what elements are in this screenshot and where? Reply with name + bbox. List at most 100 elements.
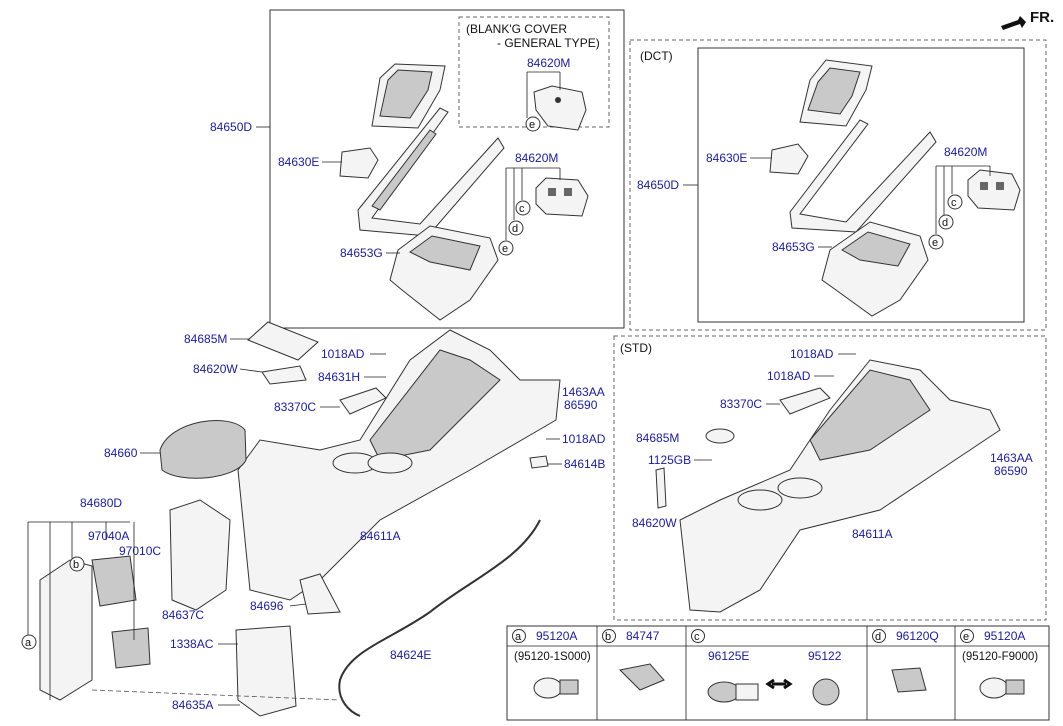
label-1018AD-side: 1018AD [562,432,606,446]
legend-table: a 95120A (95120-1S000) b 84747 c 96125E … [506,625,1050,721]
label-1018AD-top: 1018AD [321,347,365,361]
bracket-84696-part [299,573,341,615]
blank-cover-part [533,85,587,131]
dct-label-84653G: 84653G [772,240,815,254]
std-label-84620W: 84620W [632,516,677,530]
std-label-1018AD-b: 1018AD [767,369,811,383]
console-upper-cover-part [357,107,505,237]
legend-d-part: 96120Q [896,629,939,643]
label-84620M-blank: 84620M [527,56,570,70]
blanking-cover-note-1: (BLANK'G COVER [466,22,567,36]
dct-label-84620M: 84620M [944,145,987,159]
dct-note: (DCT) [640,49,673,63]
circle-e: e [502,243,508,255]
label-84631H: 84631H [318,370,360,384]
label-84653G: 84653G [340,246,383,260]
label-84611A: 84611A [360,529,400,543]
wiring-harness-part [338,519,541,717]
interchange-arrow-icon [765,678,793,690]
std-label-84611A: 84611A [852,527,892,541]
std-label-86590: 86590 [994,464,1028,478]
legend-c-image-right [812,678,840,706]
label-84624E: 84624E [390,648,431,662]
std-pad-part [705,428,735,444]
blanking-cover-note-2: - GENERAL TYPE) [497,36,600,50]
legend-e-image [979,677,1009,699]
std-box [613,335,1047,621]
label-84650D: 84650D [210,120,252,134]
circle-d: d [512,223,518,235]
label-84637C: 84637C [162,608,204,622]
label-1463AA: 1463AA [562,385,605,399]
label-84620W: 84620W [193,362,238,376]
std-label-1125GB: 1125GB [648,453,691,467]
dct-switch-part [967,169,1021,211]
label-86590: 86590 [564,398,598,412]
std-trim-part [655,467,667,509]
console-bracket-part [169,499,231,611]
legend-b-letter: b [605,631,611,643]
storage-tray-part [389,225,499,321]
label-84696: 84696 [250,599,284,613]
armrest-part [159,419,247,479]
std-label-1018AD-a: 1018AD [790,347,834,361]
legend-c-part-right: 95122 [808,649,842,663]
label-84685M: 84685M [184,332,227,346]
label-84614B: 84614B [564,457,605,471]
circle-b: b [73,559,79,571]
main-console-assembly [39,321,561,717]
std-note: (STD) [620,341,652,355]
legend-c-part-left: 96125E [708,649,749,663]
legend-e-sub: (95120-F9000) [962,651,1038,663]
dct-label-84650D: 84650D [637,178,679,192]
std-console-assembly [655,359,1001,613]
front-arrow-icon [1001,16,1026,30]
label-84630E: 84630E [278,155,319,169]
std-cover-part [779,387,831,415]
switch-button [548,188,556,196]
rear-outlet-part [111,627,151,669]
label-1338AC: 1338AC [170,637,214,651]
legend-e-letter: e [963,631,969,643]
shift-bezel-part [371,63,446,129]
dct-label-84630E: 84630E [706,151,747,165]
legend-e-part: 95120A [984,629,1025,643]
rear-panel-part [39,559,93,701]
rear-vent-part [91,555,137,607]
switch-button [564,188,572,196]
dct-circle-d: d [942,217,948,229]
front-direction-indicator: FR. [1001,9,1054,30]
switch-panel-part [339,147,379,179]
circle-c: c [519,203,525,215]
label-97040A: 97040A [88,529,129,543]
general-type-box [269,9,625,329]
clip-84614B-part [529,455,549,469]
circle-a: a [25,637,32,649]
std-label-83370C: 83370C [720,397,762,411]
blank-cover-knob [555,97,561,103]
legend-d-letter: d [875,631,881,643]
legend-a-part: 95120A [536,629,577,643]
console-switch-part [535,177,589,217]
armrest-pad-part [247,321,319,361]
dct-switch-panel-part [769,143,809,175]
dct-circle-e: e [932,237,938,249]
cover-part [339,387,387,415]
label-97010C: 97010C [119,544,161,558]
legend-a-image [533,677,563,699]
legend-b-part: 84747 [626,629,660,643]
label-84635A: 84635A [172,698,213,712]
front-label: FR. [1030,9,1054,26]
lower-bracket-part [235,625,297,717]
label-84620M: 84620M [515,151,558,165]
legend-a-sub: (95120-1S000) [514,651,591,663]
label-84680D: 84680D [80,496,122,510]
circle-e: e [529,119,535,131]
legend-c-letter: c [694,631,700,643]
std-label-1463AA: 1463AA [990,451,1033,465]
dct-box [629,39,1047,331]
legend-a-letter: a [515,631,522,643]
legend-b-image [618,663,665,691]
